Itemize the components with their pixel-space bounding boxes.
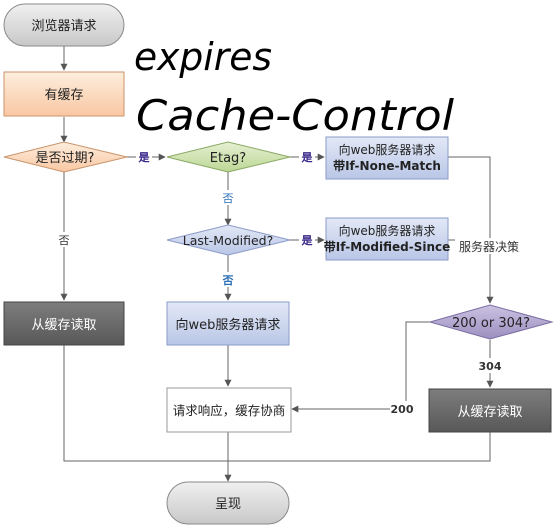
- etag-no-label: 否: [223, 192, 234, 205]
- req-if-modified-since-box: [325, 217, 449, 261]
- not-expired-bg: [56, 232, 72, 247]
- req-if-none-match-box: [325, 136, 449, 180]
- lastmod-yes-bg: [299, 232, 315, 247]
- request-server-label: 向web服务器请求: [176, 317, 281, 333]
- response-negotiate-box: [166, 387, 292, 433]
- read-cache-right-label: 从缓存读取: [457, 405, 522, 420]
- etag-yes-label: 是: [301, 151, 314, 164]
- req-inm-line2: 带If-None-Match: [333, 158, 441, 173]
- expired-yes-label: 是: [138, 151, 151, 164]
- lastmod-no-label: 否: [222, 274, 234, 287]
- code-304-label: 304: [479, 360, 502, 373]
- edge-inm-to-status: [448, 156, 494, 304]
- read-cache-left-label: 从缓存读取: [31, 318, 96, 333]
- code-200-label: 200: [391, 403, 414, 416]
- request-server-box: [166, 301, 290, 346]
- lastmod-no-bg: [220, 272, 236, 287]
- status-label: 200 or 304?: [452, 316, 530, 331]
- read-cache-right-box: [428, 388, 552, 433]
- edge-rightcache-to-present: [228, 432, 491, 462]
- req-ims-line1: 向web服务器请求: [339, 223, 436, 238]
- server-decides-label: 服务器决策: [459, 239, 519, 254]
- expired-decision: [3, 141, 128, 173]
- response-negotiate-label: 请求响应，缓存协商: [173, 403, 286, 418]
- start-terminator: [3, 3, 125, 47]
- code-200-bg: [390, 401, 414, 416]
- server-decides-bg: [455, 238, 523, 254]
- has-cache-label: 有缓存: [44, 88, 83, 103]
- not-expired-label: 否: [59, 234, 70, 247]
- etag-decision: [166, 141, 291, 173]
- code-304-bg: [478, 358, 502, 373]
- present-terminator: [166, 481, 290, 525]
- has-cache-box: [3, 71, 125, 117]
- last-modified-decision: [166, 224, 291, 256]
- start-label: 浏览器请求: [31, 18, 96, 34]
- handwritten-expires: expires: [134, 35, 272, 79]
- edge-status-200: [291, 321, 430, 413]
- last-modified-label: Last-Modified?: [183, 233, 274, 248]
- etag-yes-bg: [299, 149, 315, 164]
- etag-label: Etag?: [210, 151, 246, 166]
- expired-label: 是否过期?: [36, 151, 95, 166]
- lastmod-yes-label: 是: [301, 234, 314, 247]
- req-ims-line2: 带If-Modified-Since: [324, 239, 451, 254]
- read-cache-left-box: [3, 301, 125, 346]
- req-inm-line1: 向web服务器请求: [339, 142, 436, 157]
- expired-yes-bg: [136, 149, 152, 164]
- edge-leftcache-to-present: [63, 345, 228, 462]
- status-decision: [428, 304, 554, 340]
- present-label: 呈现: [215, 497, 241, 512]
- handwritten-cache-control: Cache-Control: [136, 91, 454, 140]
- etag-no-bg: [220, 190, 236, 205]
